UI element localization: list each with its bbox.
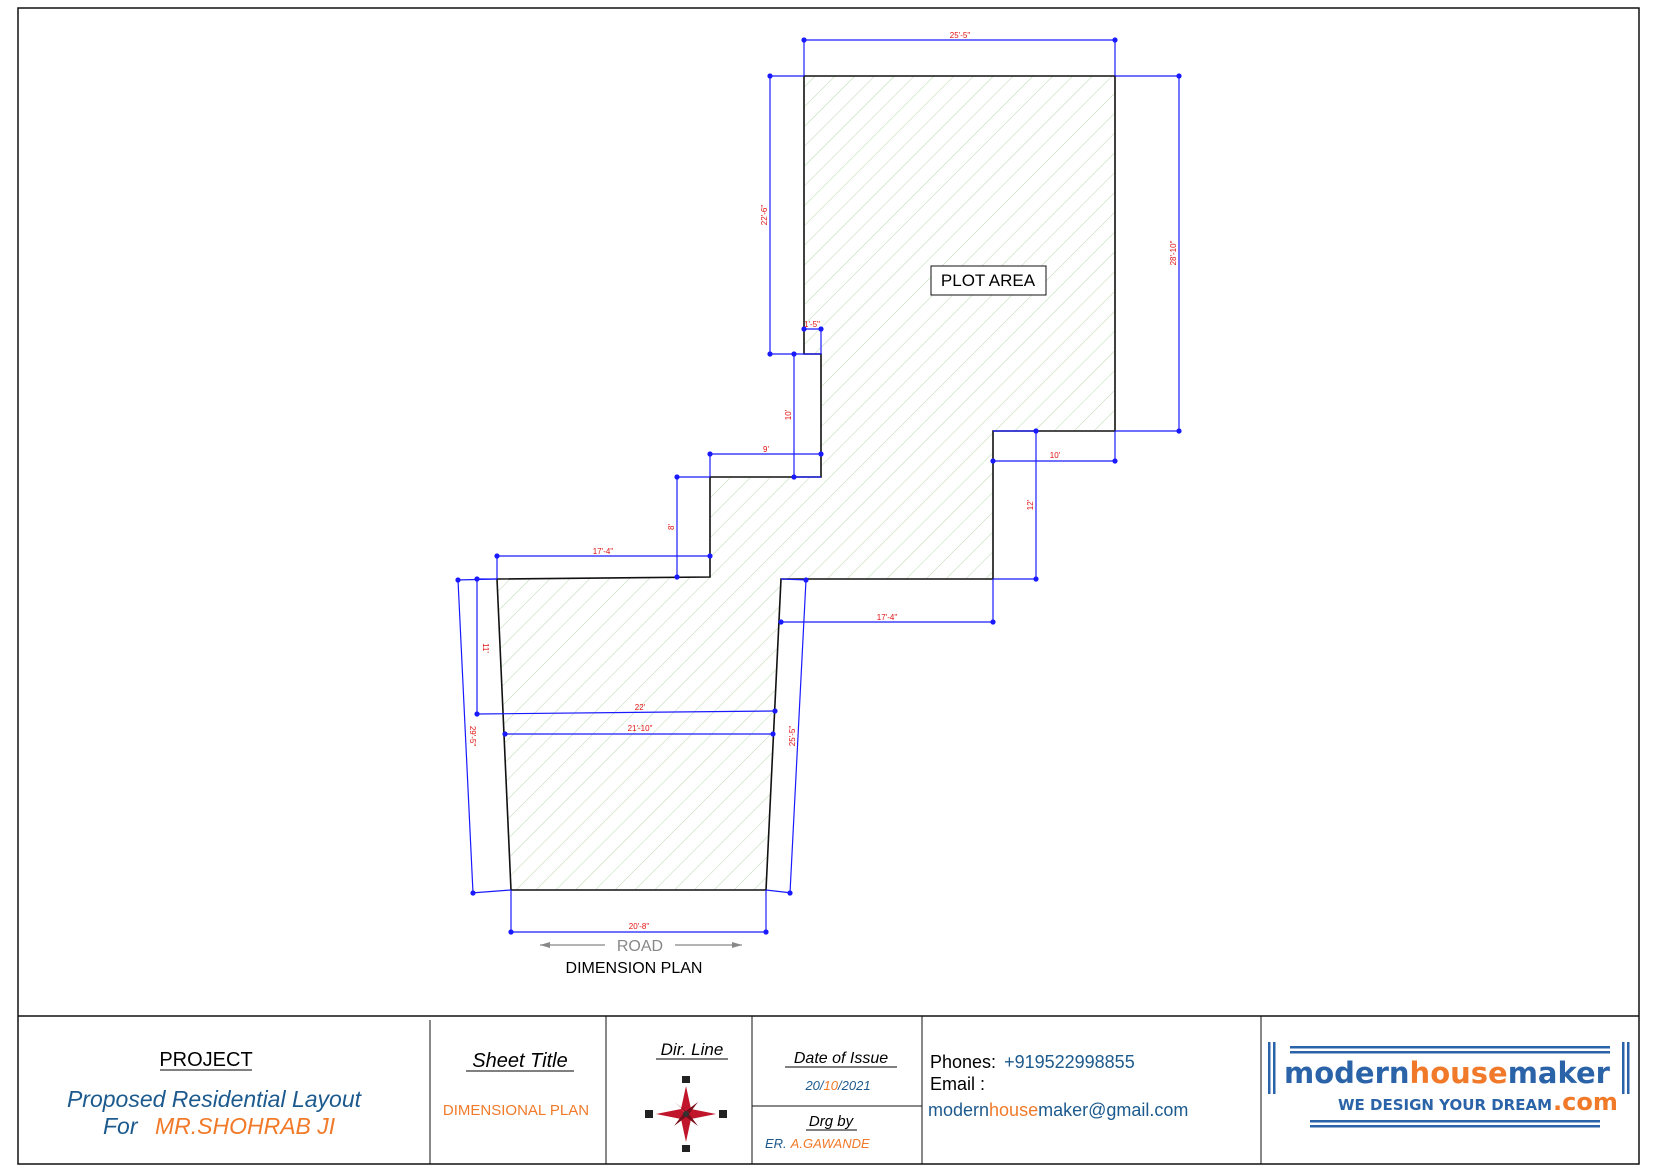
date-value: 20/10/2021 [804, 1078, 870, 1093]
email-part1: modern [928, 1100, 989, 1120]
dim-right-17-4: 17'-4" [877, 613, 898, 622]
plot-area-label-group: PLOT AREA [930, 265, 1047, 296]
dim-bottom-20-8: 20'-8" [629, 922, 650, 931]
email-part5: .com [1149, 1100, 1188, 1120]
dim-right-step-10: 10' [1050, 451, 1061, 460]
date-day: 20 [804, 1078, 820, 1093]
project-for-label: For [103, 1113, 139, 1139]
dim-middle-22: 22' [635, 703, 646, 712]
dim-right-12: 12' [1026, 499, 1035, 510]
sheet-title-heading: Sheet Title [472, 1050, 567, 1072]
drg-by-heading: Drg by [809, 1113, 855, 1130]
dim-left-11: 11' [481, 643, 490, 653]
date-heading: Date of Issue [794, 1050, 888, 1067]
phones-label: Phones: [930, 1052, 996, 1072]
title-block: PROJECT Proposed Residential Layout For … [18, 1015, 1639, 1164]
dim-step-10-vertical: 10' [784, 409, 793, 420]
dim-small-step: 1'-5" [804, 320, 820, 329]
date-sep-2: / [837, 1078, 843, 1093]
project-client: MR.SHOHRAB JI [155, 1113, 336, 1139]
dim-middle-21-10: 21'-10" [628, 724, 653, 733]
logo-dotcom: .com [1553, 1088, 1618, 1116]
dim-right-25-5: 25'-5" [788, 726, 797, 747]
project-line1: Proposed Residential Layout [67, 1086, 363, 1112]
dim-left-outer-29-5: 29'-5" [468, 726, 477, 747]
date-sep-1: / [819, 1078, 825, 1093]
plot-outline[interactable] [496, 75, 1116, 891]
logo-part3: maker [1508, 1056, 1611, 1090]
date-month: 10 [824, 1078, 839, 1093]
road-indicator: ROAD [540, 938, 742, 955]
email-part4: @gmail [1088, 1100, 1149, 1120]
dimension-labels: 25'-5" 28'-10" 22'-6" 1'-5" 10' 9' 10' 1… [468, 31, 1178, 931]
dim-top-width: 25'-5" [950, 31, 971, 40]
date-year: 2021 [841, 1078, 871, 1093]
plot-area-label: PLOT AREA [941, 271, 1036, 290]
logo-part2: house [1410, 1056, 1508, 1090]
dim-left-upper: 22'-6" [760, 205, 769, 226]
email-label: Email : [930, 1074, 985, 1094]
dim-left-17-4: 17'-4" [593, 547, 614, 556]
logo-wordmark: modernhousemaker [1284, 1056, 1611, 1090]
project-heading: PROJECT [159, 1049, 252, 1071]
email-part2: house [989, 1100, 1038, 1120]
phones-line: Phones: +919522998855 [930, 1052, 1135, 1072]
compass-icon [645, 1076, 727, 1152]
drg-by-name: A.GAWANDE [790, 1136, 870, 1151]
email-value[interactable]: modernhousemaker@gmail.com [928, 1100, 1188, 1120]
dir-line-heading: Dir. Line [661, 1040, 724, 1059]
plan-title: DIMENSION PLAN [566, 960, 703, 977]
sheet-title-value: DIMENSIONAL PLAN [443, 1102, 589, 1119]
email-part3: maker [1038, 1100, 1088, 1120]
road-label: ROAD [617, 938, 663, 955]
drg-by-value: ER.A.GAWANDE [765, 1136, 870, 1151]
dim-right-upper: 28'-10" [1169, 240, 1178, 265]
sheet-border [17, 7, 1640, 1165]
company-logo: modernhousemaker WE DESIGN YOUR DREAM .c… [1268, 1042, 1630, 1128]
phones-value: +919522998855 [1004, 1052, 1135, 1072]
dim-step-8: 8' [667, 524, 676, 530]
dim-step-9: 9' [763, 445, 769, 454]
drg-by-prefix: ER. [765, 1136, 787, 1151]
logo-tagline: WE DESIGN YOUR DREAM [1338, 1096, 1552, 1114]
logo-part1: modern [1284, 1056, 1410, 1090]
dimension-lines [455, 37, 1182, 935]
